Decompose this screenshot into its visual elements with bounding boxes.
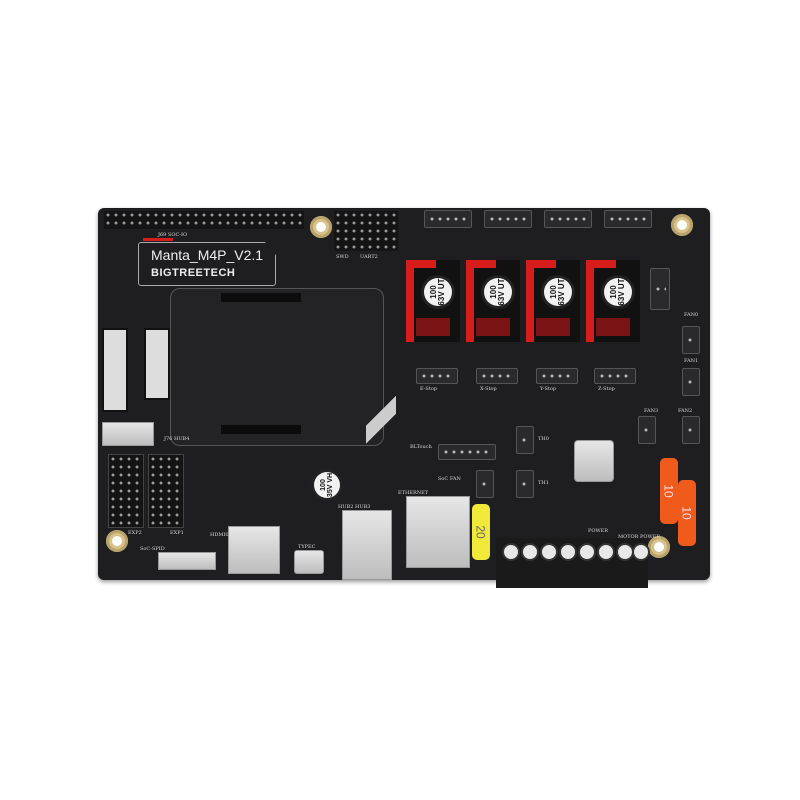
mounting-hole	[310, 216, 332, 238]
stepper-driver: 100 63V UT	[466, 260, 520, 342]
usb-a-port	[102, 422, 154, 446]
e-stop-connector	[416, 368, 458, 384]
fan0-label: FAN0	[684, 312, 699, 318]
inductor	[574, 440, 614, 482]
fan0-connector	[682, 326, 700, 354]
brand-logo: BIGTREETECH	[151, 267, 236, 279]
driver-capacitor: 100 63V UT	[424, 278, 452, 306]
probe-connector	[650, 268, 670, 310]
bltouch-connector	[438, 444, 496, 460]
board-model: Manta_M4P_V2.1	[151, 247, 264, 263]
soc-fan-connector	[476, 470, 494, 498]
swd-label: SWD	[336, 254, 349, 260]
motor-connector	[424, 210, 472, 228]
bltouch-label: BLTouch	[410, 444, 432, 450]
driver-capacitor: 100 63V UT	[604, 278, 632, 306]
fan2-label: FAN2	[678, 408, 693, 414]
x-stop-connector	[476, 368, 518, 384]
main-fuse: 20	[472, 504, 490, 560]
z-stop-label: Z-Stop	[598, 386, 615, 392]
exp1-header	[148, 454, 184, 528]
csi-connector	[144, 328, 170, 400]
exp2-label: EXP2	[128, 530, 142, 536]
mounting-hole	[671, 214, 693, 236]
motor-power-label: MOTOR POWER	[618, 534, 661, 540]
fan2-connector	[682, 416, 700, 444]
cm4-connector	[221, 425, 301, 434]
y-stop-connector	[536, 368, 578, 384]
fuse-a-rating: 10	[661, 484, 676, 498]
usb-c-port[interactable]	[294, 550, 324, 574]
usbc-label: TYPEC	[298, 544, 316, 550]
hub4-label: J76 HUB4	[164, 436, 190, 442]
driver-capacitor: 100 63V UT	[544, 278, 572, 306]
soc-spid-label: SoC-SPID	[140, 546, 165, 552]
stepper-driver: 100 63V UT	[586, 260, 640, 342]
decorative-stripe	[366, 378, 396, 468]
ethernet-label: ETHERNET	[398, 490, 429, 496]
hub23-label: HUB2 HUB3	[338, 504, 371, 510]
motor-connector	[484, 210, 532, 228]
th0-connector	[516, 426, 534, 454]
power-terminal-block	[496, 538, 650, 588]
pcb-board: J69 SOC-IO SWD UART2 Manta_M4P_V2.1 BIGT…	[98, 208, 710, 588]
gpio-header	[334, 211, 398, 251]
fan1-label: FAN1	[684, 358, 699, 364]
driver-row: 100 63V UT 100 63V UT 100 63V UT 100 63V…	[406, 260, 646, 342]
power-label: POWER	[588, 528, 609, 534]
main-capacitor: 100 35V VH	[314, 472, 340, 498]
uart2-label: UART2	[360, 254, 378, 260]
fan3-label: FAN3	[644, 408, 659, 414]
y-stop-label: Y-Stop	[540, 386, 557, 392]
logo-plate: Manta_M4P_V2.1 BIGTREETECH	[138, 242, 276, 286]
ethernet-port[interactable]	[406, 496, 470, 568]
hdmi-label: HDMI0	[210, 532, 229, 538]
x-stop-label: X-Stop	[480, 386, 497, 392]
soc-io-label: J69 SOC-IO	[158, 232, 188, 238]
e-stop-label: E-Stop	[420, 386, 438, 392]
th0-label: TH0	[538, 436, 549, 442]
main-fuse-rating: 20	[473, 525, 488, 539]
ffc-connector	[158, 552, 216, 570]
z-stop-connector	[594, 368, 636, 384]
fan3-connector	[638, 416, 656, 444]
motor-connector	[604, 210, 652, 228]
th1-connector	[516, 470, 534, 498]
exp2-header	[108, 454, 144, 528]
stepper-driver: 100 63V UT	[526, 260, 580, 342]
th1-label: TH1	[538, 480, 549, 486]
fuse-a: 10	[660, 458, 678, 524]
red-stripe	[143, 238, 173, 241]
cm4-connector	[221, 293, 301, 302]
mounting-hole	[106, 530, 128, 552]
driver-capacitor: 100 63V UT	[484, 278, 512, 306]
motor-connector	[544, 210, 592, 228]
compute-module-area	[170, 288, 384, 446]
exp1-label: EXP1	[170, 530, 184, 536]
soc-io-header	[104, 211, 304, 229]
fuse-b: 10	[678, 480, 696, 546]
hdmi-port[interactable]	[228, 526, 280, 574]
fan1-connector	[682, 368, 700, 396]
usb-stack-port[interactable]	[342, 510, 392, 580]
dsi-connector	[102, 328, 128, 412]
soc-fan-label: SoC FAN	[438, 476, 461, 482]
fuse-b-rating: 10	[679, 506, 694, 520]
mounting-hole	[648, 536, 670, 558]
stepper-driver: 100 63V UT	[406, 260, 460, 342]
